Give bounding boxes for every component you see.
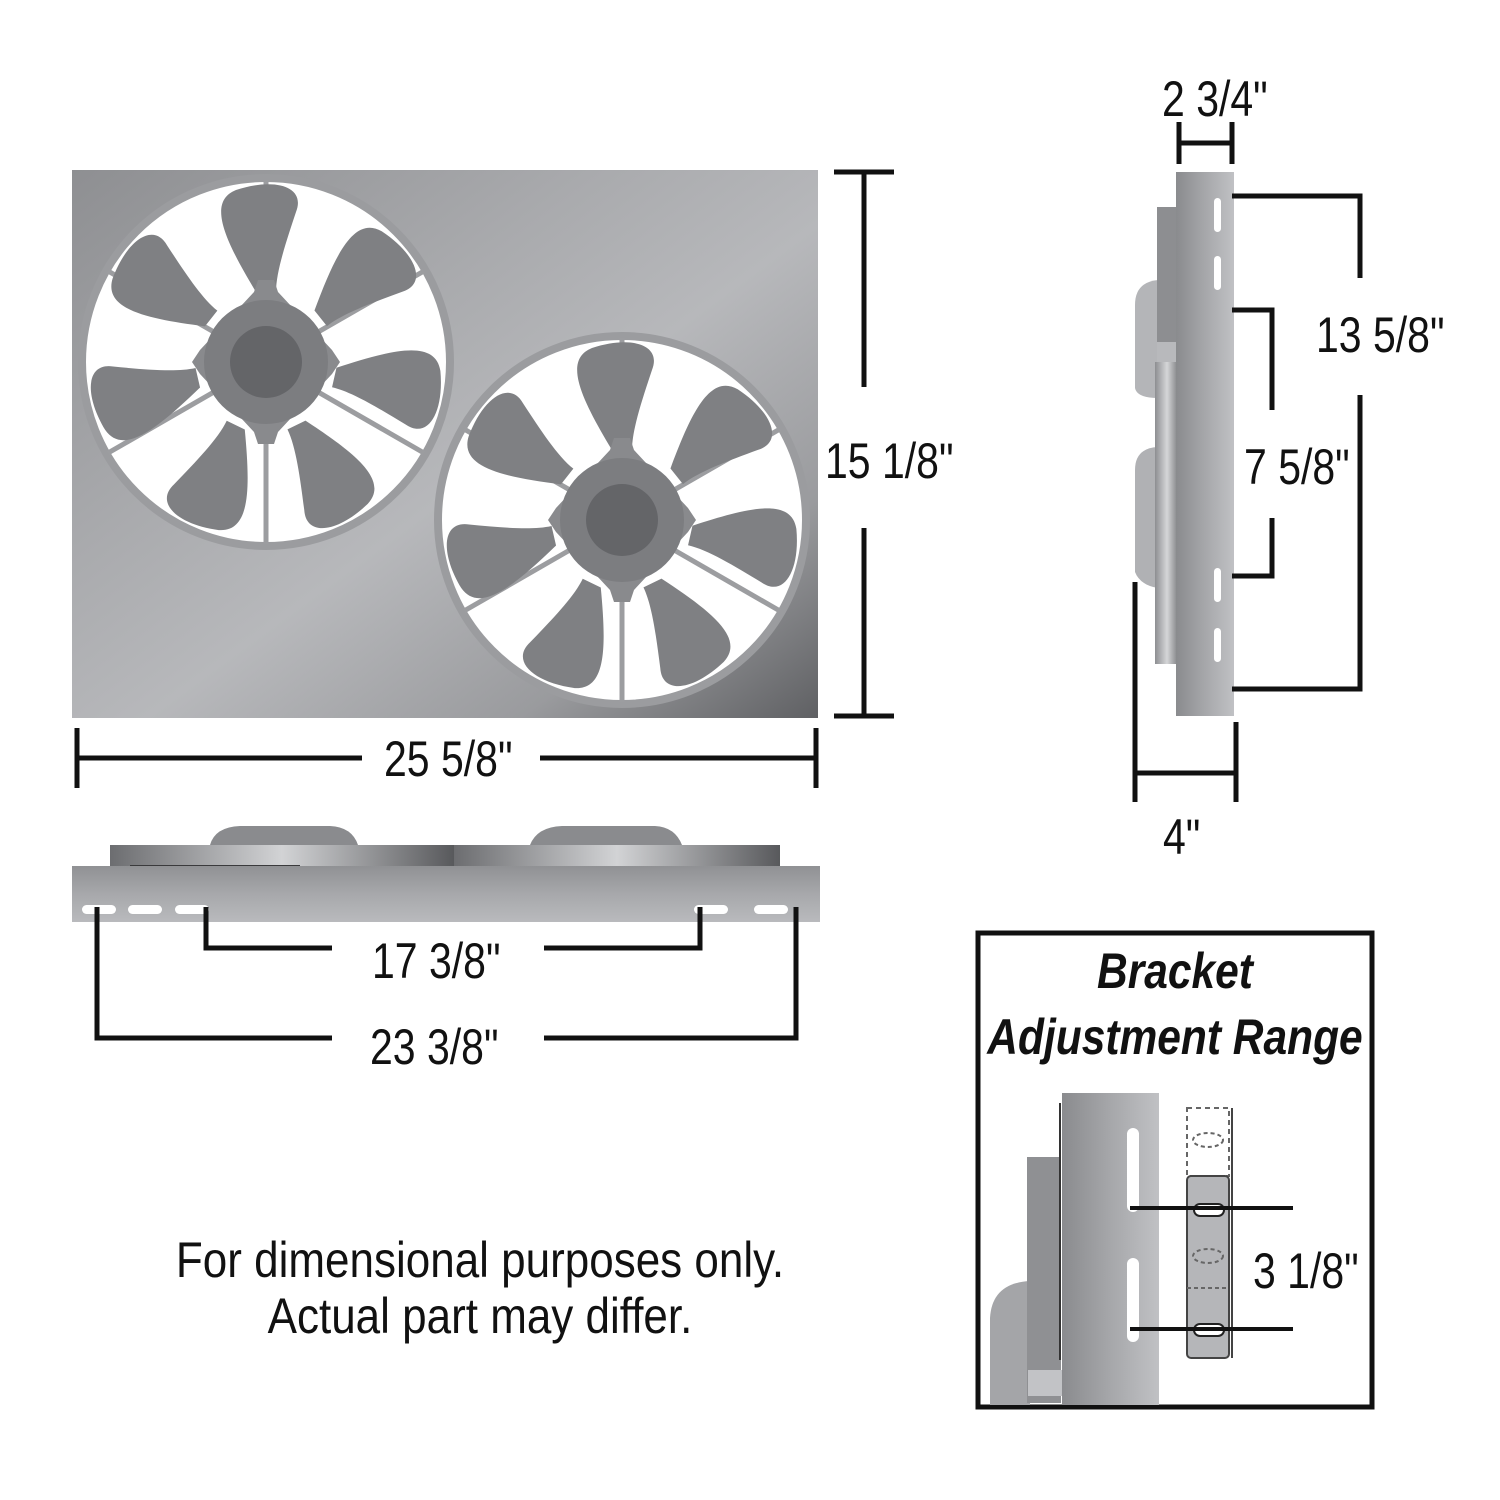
fan-right — [438, 336, 806, 704]
top-depth-label: 2 3/4" — [1162, 71, 1268, 127]
inner-mount-label-side: 7 5/8" — [1244, 439, 1350, 495]
motor-bump-right — [530, 826, 682, 845]
fan-left — [82, 178, 450, 546]
side-view: 2 3/4" 13 5/8" 7 5/8" 4" — [1132, 71, 1445, 865]
motor-bump-left — [210, 826, 358, 845]
bracket-title-line2: Adjustment Range — [986, 1009, 1362, 1065]
bracket-title-line1: Bracket — [1097, 943, 1255, 999]
width-dimension-label: 25 5/8" — [384, 731, 513, 787]
adjustable-bracket — [1186, 1175, 1230, 1359]
outer-mount-label-side: 13 5/8" — [1316, 307, 1445, 363]
height-dimension-label: 15 1/8" — [825, 433, 954, 489]
bracket-adjustment-box: Bracket Adjustment Range 3 1/8" — [975, 930, 1375, 1410]
disclaimer: For dimensional purposes only. Actual pa… — [120, 1232, 840, 1344]
disclaimer-line2: Actual part may differ. — [267, 1288, 693, 1344]
bottom-view: 17 3/8" 23 3/8" — [72, 826, 820, 1075]
front-view: 15 1/8" 25 5/8" — [72, 169, 954, 788]
inner-mount-label-bottom: 17 3/8" — [372, 933, 501, 989]
overall-depth-label: 4" — [1163, 809, 1200, 865]
bracket-bar — [1062, 1093, 1159, 1405]
adjustment-range-label: 3 1/8" — [1253, 1243, 1359, 1299]
outer-mount-label-bottom: 23 3/8" — [370, 1019, 499, 1075]
side-mounting-bar — [1176, 172, 1234, 716]
disclaimer-line1: For dimensional purposes only. — [175, 1232, 785, 1288]
